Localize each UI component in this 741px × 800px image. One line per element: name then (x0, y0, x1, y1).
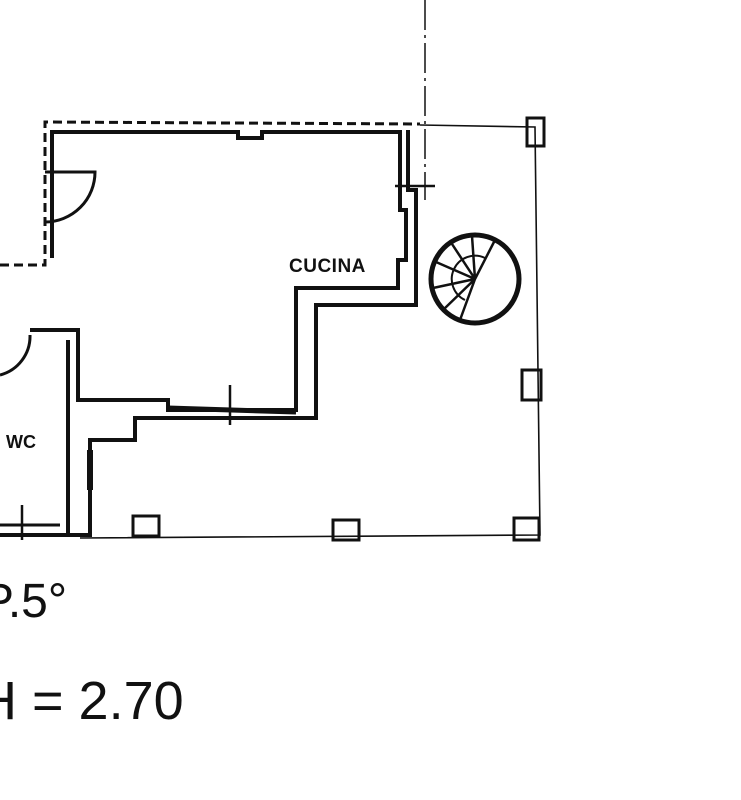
door-swing-arc (44, 170, 97, 224)
column (520, 368, 543, 402)
kitchen-wall-outer (66, 130, 418, 537)
ceiling-height-label: H = 2.70 (0, 671, 184, 731)
room-label-wc: WC (6, 432, 36, 452)
wall-segment (167, 405, 297, 415)
kitchen-wall-inner (30, 130, 408, 412)
spiral-staircase (428, 232, 522, 326)
room-label-kitchen: CUCINA (289, 256, 366, 277)
wc-door-swing-arc (0, 334, 32, 377)
column (525, 116, 546, 148)
column (131, 514, 161, 538)
dashed-outline (0, 120, 421, 267)
terrace-outline (79, 124, 541, 539)
column (512, 516, 541, 542)
floor-label: P.5° (0, 575, 68, 628)
column (331, 518, 361, 542)
